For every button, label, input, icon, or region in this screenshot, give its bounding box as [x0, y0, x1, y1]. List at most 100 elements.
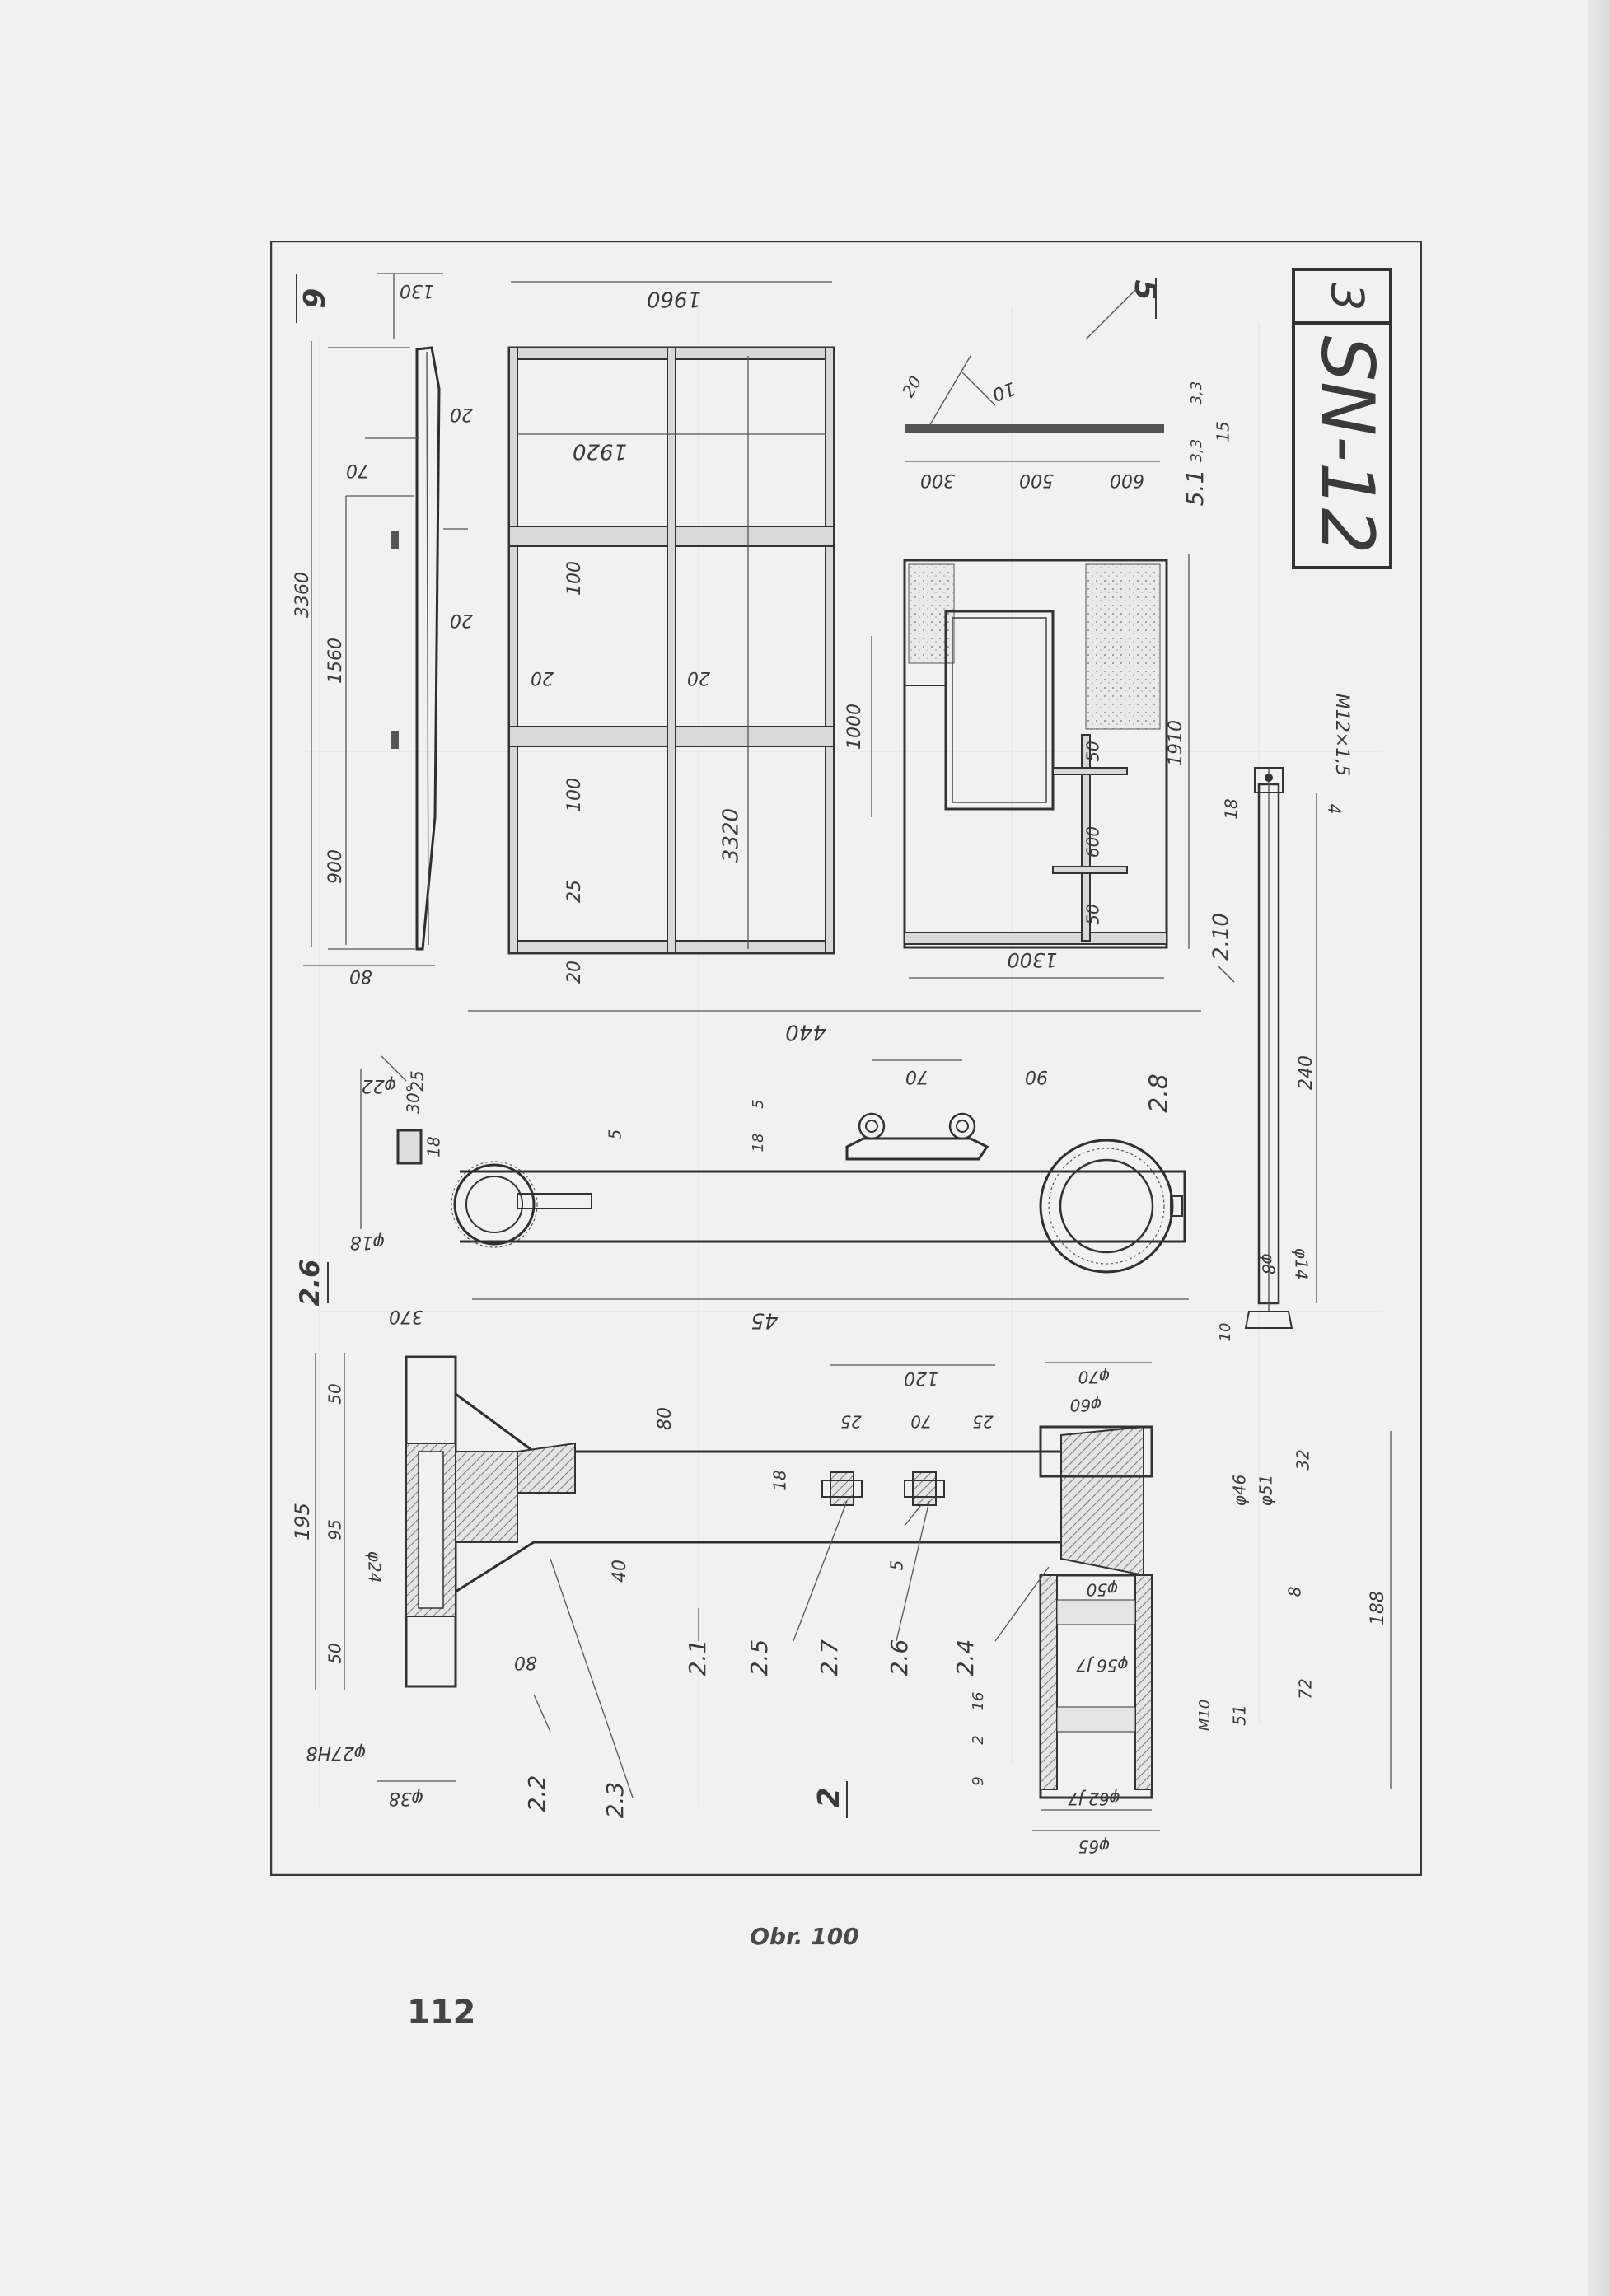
dim: 70 — [346, 460, 369, 480]
dim: 5 — [606, 1129, 625, 1140]
dim: 1300 — [1007, 948, 1057, 971]
dim: 50 — [1083, 741, 1103, 761]
dim: 40 — [610, 1560, 630, 1583]
title-block: 3 SN-12 — [1292, 268, 1392, 569]
dim: 3,3 — [1188, 439, 1205, 463]
dim: 1000 — [844, 704, 865, 750]
dim: 80 — [349, 966, 372, 986]
view-label: 2.8 — [1145, 1073, 1174, 1113]
dim: 18 — [1222, 798, 1242, 819]
dim: 51 — [1230, 1704, 1250, 1725]
dim: 3,3 — [1188, 381, 1205, 405]
dim: φ60 — [1070, 1396, 1102, 1415]
view-2-section: 195 50 95 50 φ24 80 40 80 18 5 120 25 70… — [291, 1353, 1392, 1857]
dim: 2 — [970, 1735, 987, 1744]
dim: 195 — [291, 1503, 314, 1541]
drawing-frame: 3 SN-12 6 130 3360 1560 900 80 70 20 20 — [270, 241, 1422, 1876]
dim: φ51 — [1256, 1475, 1276, 1507]
dim: 3320 — [719, 808, 744, 863]
dim: M10 — [1196, 1700, 1214, 1731]
view-2-6-arm: φ22 30° 18 φ18 2.6 25 440 70 90 2.8 18 5… — [294, 1010, 1201, 1333]
dim: 70 — [910, 1412, 931, 1432]
dim: 25 — [972, 1412, 993, 1432]
dim: M12×1,5 — [1331, 694, 1352, 776]
view-label: 2.10 — [1209, 913, 1234, 961]
dim: 18 — [424, 1136, 444, 1157]
dim: 20 — [687, 667, 710, 688]
dim: 120 — [904, 1368, 938, 1388]
dim: 25 — [840, 1412, 861, 1432]
dim: φ56 J7 — [1076, 1656, 1129, 1676]
dim: 32 — [1293, 1449, 1313, 1470]
dim: φ50 — [1087, 1580, 1119, 1600]
dim: 1920 — [573, 439, 627, 464]
figure-caption: Obr. 100 — [750, 1923, 859, 1950]
dim: 20 — [531, 667, 554, 688]
part-label: 2.5 — [746, 1639, 773, 1676]
dim: 370 — [389, 1306, 423, 1326]
part-label: 2.3 — [601, 1782, 629, 1819]
dim: 5 — [887, 1560, 907, 1571]
dim: φ8 — [1259, 1253, 1279, 1274]
view-6: 6 130 3360 1560 900 80 70 20 20 — [292, 273, 473, 986]
dim: 300 — [920, 470, 955, 490]
dim: φ18 — [350, 1232, 386, 1252]
dim: 80 — [514, 1652, 537, 1672]
dim: 10 — [989, 377, 1018, 404]
dim: φ22 — [362, 1075, 397, 1096]
part-label: 2.6 — [886, 1639, 913, 1676]
dim: 72 — [1296, 1678, 1316, 1699]
page-number: 112 — [407, 1994, 476, 2032]
sheet-number: 3 — [1321, 283, 1373, 311]
view-frame-panel: 1960 1920 3320 100 100 20 20 25 20 — [507, 281, 835, 984]
dim: 240 — [1296, 1055, 1317, 1090]
dim: 100 — [564, 778, 585, 812]
dim: 15 — [1214, 421, 1233, 442]
dim: 70 — [905, 1066, 928, 1087]
dim: 25 — [564, 880, 585, 903]
dim: 16 — [970, 1692, 987, 1711]
dim: 9 — [970, 1776, 987, 1785]
dim: 20 — [898, 372, 926, 400]
dim: 50 — [325, 1643, 345, 1663]
dim: 90 — [1025, 1066, 1048, 1087]
frame-border — [270, 241, 1422, 1876]
show-through-lines — [303, 290, 1382, 1806]
dim: 3360 — [292, 572, 313, 618]
dim: 45 — [751, 1308, 778, 1333]
view-label: 2.6 — [294, 1260, 325, 1307]
part-label: 2.7 — [816, 1639, 843, 1676]
dim: 80 — [655, 1407, 676, 1430]
dim: 130 — [400, 280, 434, 301]
view-2-10: 2.10 M12×1,5 4 18 240 φ14 φ8 10 — [1209, 694, 1353, 1342]
part-label: 2.2 — [523, 1775, 550, 1812]
dim: 440 — [785, 1020, 826, 1045]
dim: 18 — [750, 1134, 767, 1153]
plank-profile — [415, 346, 441, 951]
part-label: 2.1 — [684, 1639, 711, 1676]
part-label: 2.4 — [952, 1639, 979, 1676]
view-label: 2 — [812, 1787, 846, 1807]
dim: 50 — [325, 1383, 345, 1404]
dim: 1560 — [325, 638, 346, 684]
dim: 100 — [564, 561, 585, 596]
dim: 8 — [1285, 1587, 1305, 1597]
page-edge-shadow — [1588, 0, 1609, 2296]
view-label: 6 — [296, 288, 330, 308]
dim: 25 — [408, 1070, 428, 1091]
view-5: 5 10 20 3,3 3,3 15 300 500 600 5.1 1000 … — [844, 278, 1233, 979]
dim: φ65 — [1078, 1837, 1111, 1857]
dim: 1910 — [1166, 720, 1186, 766]
dim: φ38 — [389, 1788, 424, 1808]
dim: 50 — [1083, 904, 1103, 924]
dim: 10 — [1217, 1323, 1234, 1342]
dim: φ46 — [1230, 1475, 1250, 1507]
dim: φ27H8 — [306, 1742, 366, 1763]
dim: 188 — [1368, 1591, 1388, 1625]
dim: 1960 — [647, 287, 701, 311]
dim: 600 — [1083, 826, 1103, 858]
dim: 20 — [450, 404, 473, 424]
dim: φ14 — [1292, 1248, 1312, 1280]
dim: 5 — [750, 1099, 767, 1108]
